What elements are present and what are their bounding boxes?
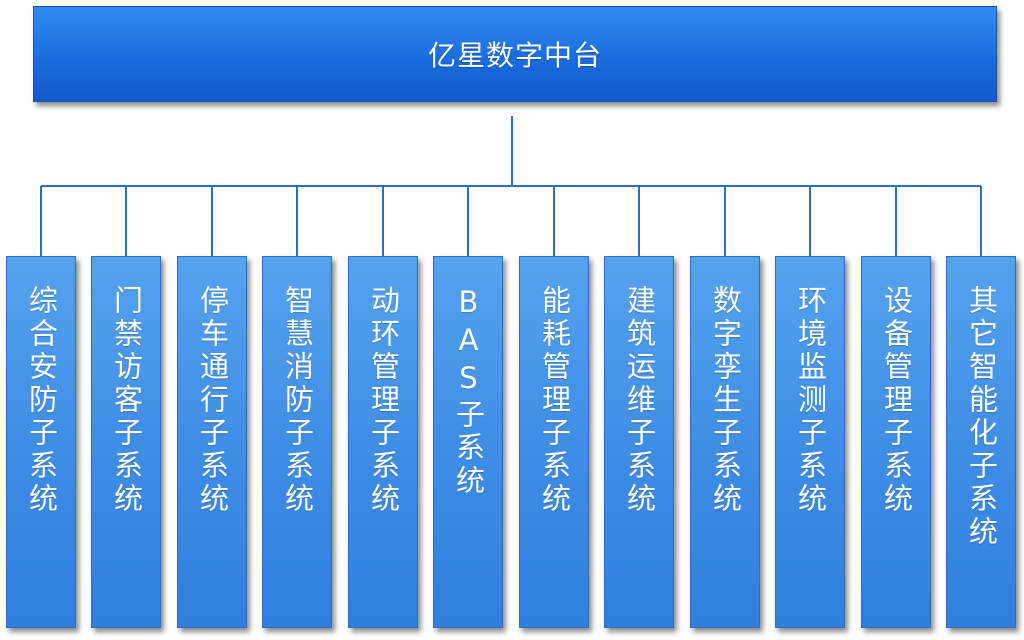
child-label: 综合安防子系统: [24, 285, 59, 516]
root-node: 亿星数字中台: [33, 6, 997, 102]
child-node-2: 门禁访客子系统: [91, 256, 161, 628]
child-label: 门禁访客子系统: [109, 285, 144, 516]
child-label: 动环管理子系统: [366, 285, 401, 516]
child-node-4: 智慧消防子系统: [262, 256, 332, 628]
child-label: 设备管理子系统: [879, 285, 914, 516]
child-label: 数字孪生子系统: [708, 285, 743, 516]
child-label: 能耗管理子系统: [537, 285, 572, 516]
child-node-6: BAS子系统: [433, 256, 503, 628]
child-node-10: 环境监测子系统: [775, 256, 845, 628]
child-label: 环境监测子系统: [793, 285, 828, 516]
child-node-8: 建筑运维子系统: [604, 256, 674, 628]
child-node-12: 其它智能化子系统: [946, 256, 1016, 628]
child-node-1: 综合安防子系统: [6, 256, 76, 628]
child-label: 停车通行子系统: [195, 285, 230, 516]
child-label: BAS子系统: [451, 285, 486, 498]
root-title: 亿星数字中台: [427, 39, 602, 72]
child-label: 智慧消防子系统: [280, 285, 315, 516]
child-label: 建筑运维子系统: [622, 285, 657, 516]
child-node-5: 动环管理子系统: [348, 256, 418, 628]
child-label: 其它智能化子系统: [964, 285, 999, 549]
child-node-7: 能耗管理子系统: [519, 256, 589, 628]
child-node-11: 设备管理子系统: [861, 256, 931, 628]
child-node-3: 停车通行子系统: [177, 256, 247, 628]
child-node-9: 数字孪生子系统: [690, 256, 760, 628]
